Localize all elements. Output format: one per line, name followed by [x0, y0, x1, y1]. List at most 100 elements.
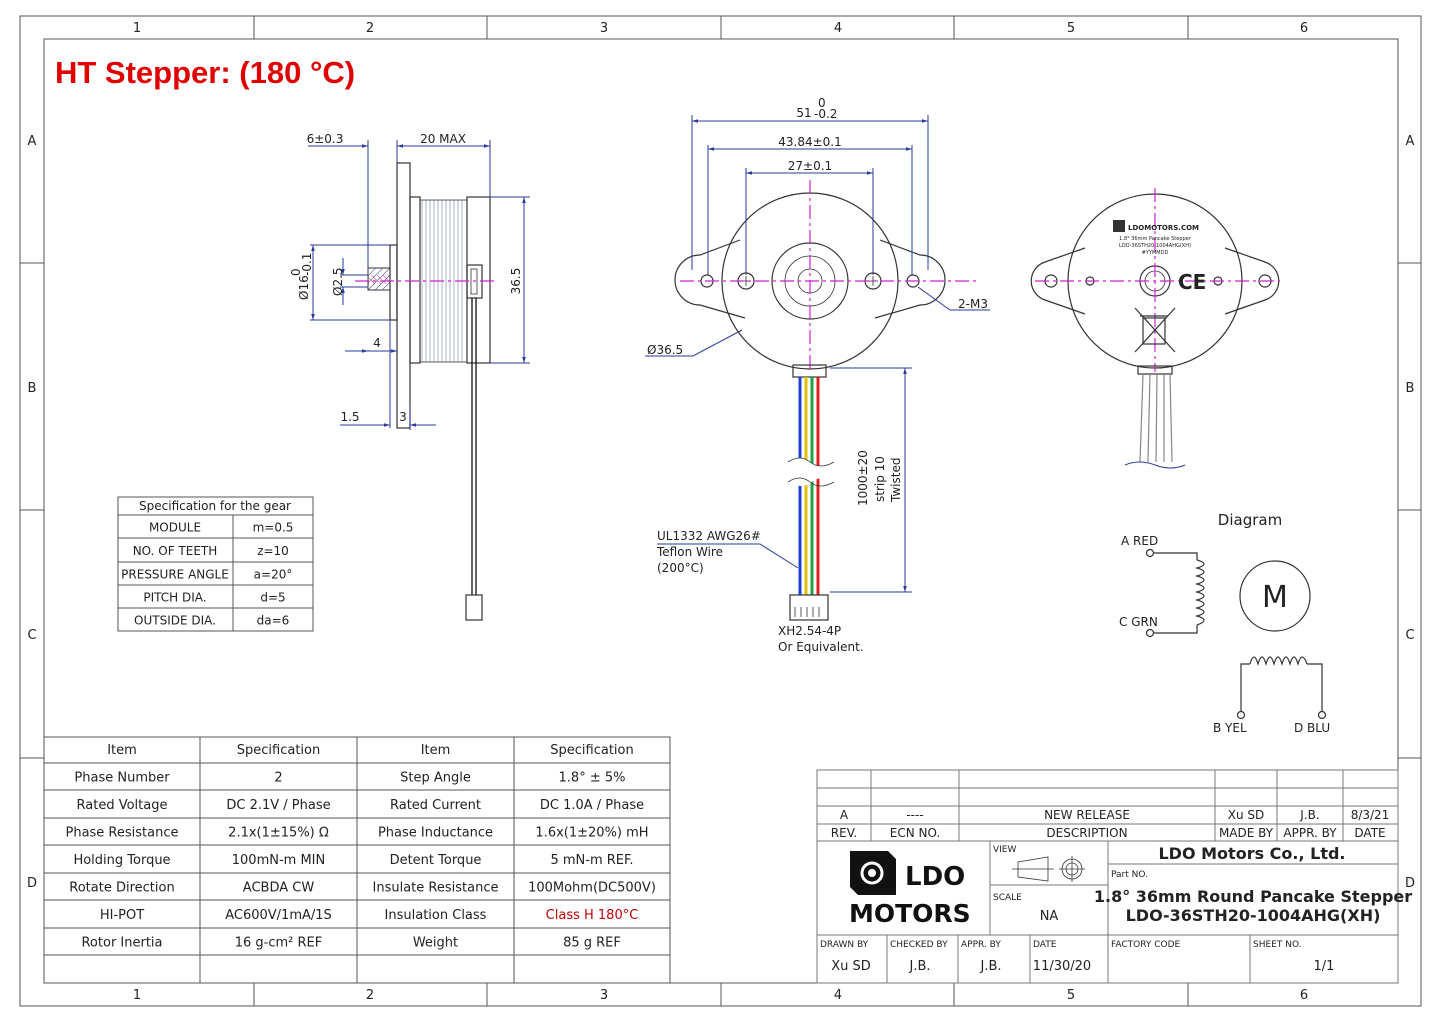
dim-flange-thickness: 3: [399, 410, 407, 424]
checked-by-label: CHECKED BY: [890, 940, 948, 950]
gear-param-name: PRESSURE ANGLE: [121, 568, 229, 582]
spec-item: Rated Voltage: [77, 798, 168, 813]
appr-by-header: APPR. BY: [1283, 826, 1337, 840]
factory-code-label: FACTORY CODE: [1111, 940, 1181, 950]
spec-value: 2: [274, 771, 282, 786]
back-label-line-1: 1.8° 36mm Pancake Stepper: [1119, 236, 1192, 242]
appr-by-value: J.B.: [979, 959, 1001, 974]
gear-param-name: OUTSIDE DIA.: [134, 614, 216, 628]
spec-item: Weight: [413, 936, 458, 951]
spec-table-header: Specification: [237, 743, 320, 758]
zone-col-5: 5: [1067, 21, 1075, 36]
back-label-line-3: #YYMMDD: [1142, 250, 1169, 256]
zone-col-4-bottom: 4: [834, 988, 842, 1003]
spec-value: 1.8° ± 5%: [559, 771, 626, 786]
dim-shaft-length: 6±0.3: [307, 132, 344, 146]
spec-item: Insulate Resistance: [373, 881, 499, 896]
signoff-values: Xu SD J.B. J.B. 11/30/20 1/1: [831, 959, 1334, 974]
zone-col-6-bottom: 6: [1300, 988, 1308, 1003]
gear-param-name: PITCH DIA.: [143, 591, 206, 605]
zone-row-c-right: C: [1405, 628, 1414, 643]
description-header: DESCRIPTION: [1046, 826, 1127, 840]
zone-col-2: 2: [366, 21, 374, 36]
gear-param-name: NO. OF TEETH: [133, 544, 218, 558]
dim-boss-tol-top: 0: [289, 268, 303, 276]
connector-note: XH2.54-4P Or Equivalent.: [778, 624, 864, 654]
drawn-by-label: DRAWN BY: [820, 940, 869, 950]
scale-label: SCALE: [993, 893, 1022, 903]
part-no-label: Part NO.: [1111, 870, 1148, 880]
spec-table-header: Item: [421, 743, 451, 758]
spec-item: Phase Resistance: [65, 826, 178, 841]
signoff-labels: DRAWN BY CHECKED BY APPR. BY DATE FACTOR…: [820, 940, 1302, 950]
dim-overall-tol-bottom: -0.2: [814, 107, 837, 121]
dim-screw-spacing: 27±0.1: [788, 159, 832, 173]
rev-description: NEW RELEASE: [1044, 808, 1130, 822]
wiring-diagram: Diagram A RED C GRN M B YEL D BLU: [1119, 511, 1330, 735]
wire-note-line-3: (200°C): [657, 561, 704, 575]
made-by-header: MADE BY: [1219, 826, 1274, 840]
wire-strip: strip 10: [873, 456, 887, 502]
zone-row-c: C: [27, 628, 36, 643]
zone-row-a-right: A: [1406, 134, 1415, 149]
page-title: HT Stepper: (180 °C): [55, 55, 355, 90]
motor-symbol-label: M: [1262, 580, 1288, 615]
spec-item: Rotor Inertia: [81, 936, 162, 951]
zone-col-3-bottom: 3: [600, 988, 608, 1003]
part-name: 1.8° 36mm Round Pancake Stepper: [1094, 887, 1412, 906]
spec-item: Insulation Class: [385, 908, 487, 923]
zone-col-3: 3: [600, 21, 608, 36]
logo-text-motors: MOTORS: [849, 899, 971, 928]
spec-value: 1.6x(1±20%) mH: [535, 826, 648, 841]
back-label-brand: LDOMOTORS.COM: [1128, 224, 1199, 232]
rev-appr-by: J.B.: [1299, 808, 1319, 822]
zone-col-2-bottom: 2: [366, 988, 374, 1003]
dim-body-length: 20 MAX: [420, 132, 466, 146]
pin-b-label: B YEL: [1213, 721, 1247, 735]
gear-param-value: da=6: [257, 614, 290, 628]
ecn-header: ECN NO.: [890, 826, 941, 840]
spec-item: Holding Torque: [73, 853, 170, 868]
spec-item: Phase Inductance: [378, 826, 493, 841]
spec-value: 5 mN-m REF.: [550, 853, 633, 868]
pin-a-label: A RED: [1121, 534, 1158, 548]
logo-text-ldo: LDO: [905, 862, 965, 892]
dim-boss-step: 1.5: [340, 410, 359, 424]
spec-item: Rotate Direction: [69, 881, 174, 896]
rev-date: 8/3/21: [1351, 808, 1390, 822]
spec-value: 16 g-cm² REF: [235, 936, 323, 951]
dim-boss-tol-bottom: -0.1: [300, 253, 314, 276]
coil-a-icon: [1194, 559, 1205, 626]
spec-value: 2.1x(1±15%) Ω: [228, 826, 329, 841]
appr-by-label: APPR. BY: [961, 940, 1001, 950]
checked-by-value: J.B.: [908, 959, 930, 974]
spec-value: AC600V/1mA/1S: [225, 908, 332, 923]
diagram-title: Diagram: [1218, 511, 1282, 529]
spec-item: Phase Number: [74, 771, 170, 786]
pin-c-label: C GRN: [1119, 615, 1158, 629]
spec-item: HI-POT: [100, 908, 144, 923]
front-view: 51 0 -0.2 43.84±0.1 27±0.1 2-M3 Ø36.5 10…: [645, 96, 990, 654]
gear-param-value: d=5: [260, 591, 285, 605]
scale-value: NA: [1040, 909, 1059, 924]
dim-shaft-diameter: Ø2.5: [331, 267, 345, 296]
title-block: A ---- NEW RELEASE Xu SD J.B. 8/3/21 REV…: [816, 769, 1412, 984]
spec-value: 85 g REF: [563, 936, 621, 951]
dim-body-diameter: 36.5: [509, 268, 523, 295]
wire-note: UL1332 AWG26# Teflon Wire (200°C): [656, 529, 761, 575]
spec-item: Step Angle: [400, 771, 471, 786]
sheet-frame: 1 2 3 4 5 6 1 2 3 4 5 6 A B C D A B C D: [19, 15, 1422, 1007]
spec-value: DC 2.1V / Phase: [226, 798, 330, 813]
dim-mount-holes: 2-M3: [958, 297, 988, 311]
back-label-line-2: LDO-36STH20-1004AHG(XH): [1119, 243, 1191, 249]
dim-hole-spacing: 43.84±0.1: [778, 135, 842, 149]
wire-length: 1000±20: [856, 450, 870, 506]
side-view: 6±0.3 20 MAX 36.5 Ø16 0 -0.1 Ø2.5 4 1.5 …: [289, 132, 530, 621]
coil-b-icon: [1249, 656, 1308, 667]
dim-front-body-diameter: Ø36.5: [647, 343, 683, 357]
spec-table-header: Item: [107, 743, 137, 758]
wire-bundle: [787, 377, 835, 595]
sheet-no-value: 1/1: [1314, 959, 1335, 974]
spec-item: Rated Current: [390, 798, 481, 813]
